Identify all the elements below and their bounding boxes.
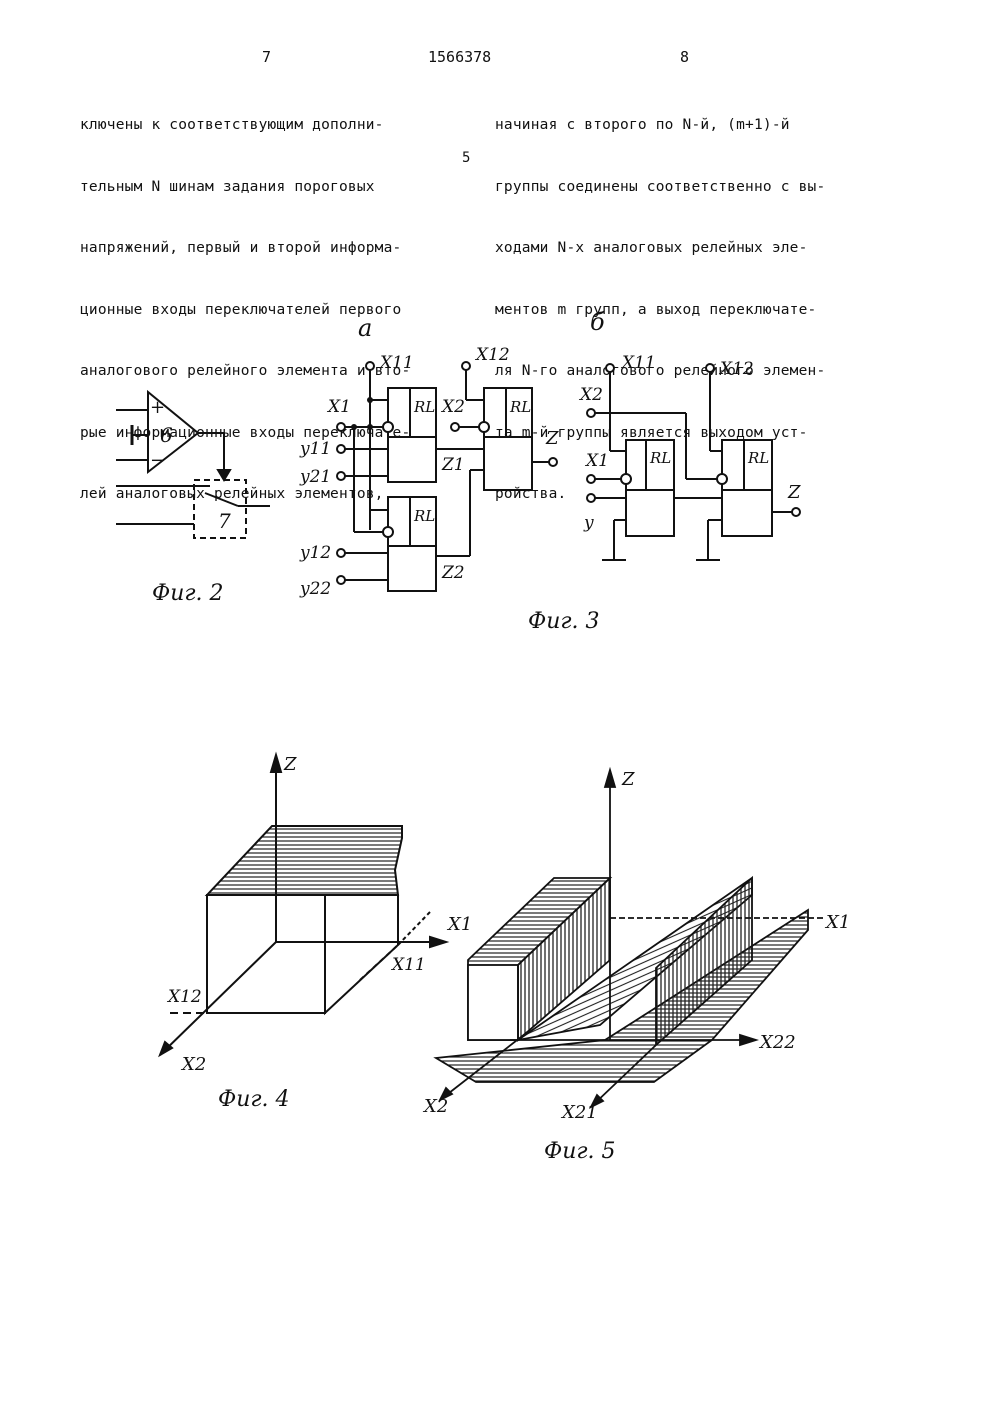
label-x2: X2 — [180, 1054, 206, 1075]
arrow-down-icon — [218, 470, 230, 480]
label-y22: y22 — [299, 579, 331, 599]
terminal — [337, 423, 345, 431]
label-y11: y11 — [299, 439, 331, 459]
terminal — [337, 472, 345, 480]
part-b-label: б — [590, 308, 605, 336]
label-x2: X2 — [440, 397, 465, 417]
label-x1: X1 — [584, 451, 609, 471]
control-circle — [383, 422, 393, 432]
amp-plus-sign: + — [150, 397, 165, 418]
terminal — [606, 364, 614, 372]
hatched-top-face — [207, 826, 402, 895]
amp-minus-sign: − — [150, 450, 165, 471]
rl-label: RL — [747, 449, 769, 467]
terminal — [462, 362, 470, 370]
control-circle — [479, 422, 489, 432]
terminal — [587, 494, 595, 502]
fig4-caption: Фиг. 4 — [218, 1087, 290, 1112]
fig4 — [160, 755, 446, 1055]
label-x2: X2 — [422, 1096, 448, 1117]
amp-label: 6 — [160, 423, 173, 447]
label-z: Z — [787, 482, 801, 503]
label-x21: X21 — [560, 1102, 598, 1123]
label-z: Z — [283, 754, 297, 775]
part-a-label: а — [358, 314, 372, 342]
fig3-caption: Фиг. 3 — [528, 609, 600, 634]
terminal — [706, 364, 714, 372]
control-circle — [717, 474, 727, 484]
switch-contact — [205, 493, 238, 506]
rl-label: RL — [649, 449, 671, 467]
label-z: Z — [545, 428, 559, 449]
label-x1: X1 — [824, 912, 850, 933]
rl-label: RL — [509, 398, 531, 416]
label-z: Z — [621, 769, 635, 790]
rl-label: RL — [413, 398, 435, 416]
fig2-caption: Фиг. 2 — [152, 581, 224, 606]
label-x11: X11 — [378, 353, 414, 373]
label-x1: X1 — [446, 914, 472, 935]
terminal — [337, 576, 345, 584]
label-x11: X11 — [620, 353, 656, 373]
label-y: y — [583, 513, 594, 533]
switch-label: 7 — [218, 509, 231, 533]
label-z1: Z1 — [441, 455, 465, 475]
label-x12: X12 — [718, 359, 754, 379]
control-circle — [621, 474, 631, 484]
terminal — [337, 549, 345, 557]
label-y21: y21 — [299, 467, 331, 487]
rl-label: RL — [413, 507, 435, 525]
terminal — [366, 362, 374, 370]
fig2 — [116, 392, 270, 538]
label-x12: X12 — [474, 345, 510, 365]
fig5 — [436, 770, 826, 1107]
fig5-caption: Фиг. 5 — [544, 1139, 616, 1164]
left-block-front — [468, 965, 518, 1040]
label-x1: X1 — [326, 397, 351, 417]
label-x22: X22 — [758, 1032, 796, 1053]
label-x11: X11 — [390, 955, 426, 975]
front-face — [207, 895, 325, 1013]
label-x2: X2 — [578, 385, 603, 405]
terminal — [451, 423, 459, 431]
terminal — [587, 409, 595, 417]
terminal — [549, 458, 557, 466]
control-circle — [383, 527, 393, 537]
label-x12: X12 — [166, 987, 202, 1007]
terminal — [337, 445, 345, 453]
terminal — [792, 508, 800, 516]
label-y12: y12 — [299, 543, 331, 563]
label-z2: Z2 — [441, 563, 465, 583]
terminal — [587, 475, 595, 483]
